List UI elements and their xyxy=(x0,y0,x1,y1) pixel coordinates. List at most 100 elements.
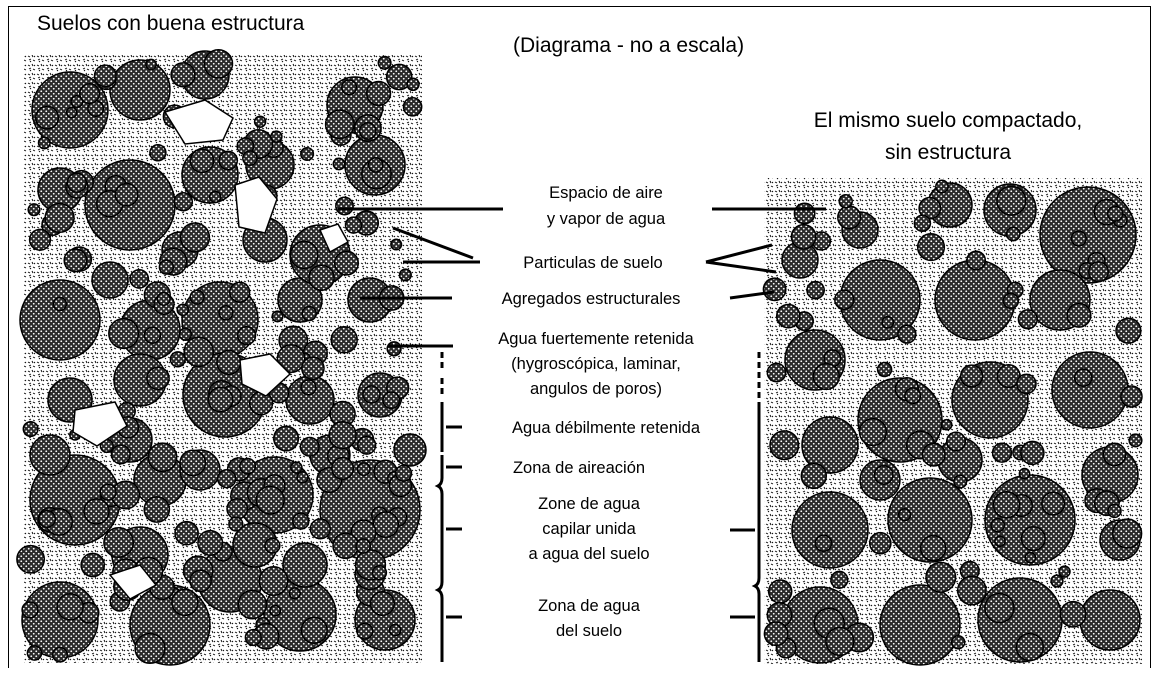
soil-particle xyxy=(189,569,212,593)
compacted-soil-panel xyxy=(762,178,1143,666)
air-pore xyxy=(108,564,158,600)
soil-particle xyxy=(114,182,139,207)
soil-particle xyxy=(38,510,57,528)
soil-particle xyxy=(93,64,117,88)
air-space-label-line1: Espacio de aire xyxy=(549,184,663,202)
soil-particle xyxy=(26,645,43,661)
soil-particle xyxy=(134,632,166,665)
soil-particle xyxy=(393,433,427,467)
air-pore xyxy=(239,353,292,397)
soil-particle xyxy=(52,646,68,663)
soil-particle xyxy=(335,196,354,216)
center-note: (Diagrama - no a escala) xyxy=(513,34,744,57)
soil-water-zone-label-line2: del suelo xyxy=(556,622,622,640)
soil-particle xyxy=(145,58,157,71)
soil-particle xyxy=(996,185,1027,216)
soil-particle xyxy=(19,279,101,361)
soil-particle xyxy=(21,601,39,619)
soil-particle xyxy=(324,109,355,140)
soil-particle xyxy=(868,531,892,555)
soil-particle xyxy=(237,589,268,620)
soil-particle xyxy=(344,216,363,234)
soil-particle xyxy=(296,471,309,484)
soil-particle xyxy=(52,296,68,312)
soil-particle xyxy=(806,280,825,300)
soil-particle xyxy=(388,623,402,637)
soil-particle xyxy=(248,391,274,416)
soil-particle xyxy=(793,202,816,225)
soil-particle xyxy=(1041,491,1066,516)
soil-particle xyxy=(394,464,413,482)
soil-particle xyxy=(790,223,817,250)
soil-particle xyxy=(913,214,932,233)
capillary-zone-label-line3: a agua del suelo xyxy=(528,545,649,563)
soil-particle xyxy=(1058,565,1071,578)
soil-particle xyxy=(1066,302,1092,328)
soil-particle xyxy=(183,336,215,368)
soil-particle xyxy=(328,420,357,450)
capillary-zone-label-line1: Zone de agua xyxy=(538,495,641,513)
soil-particle xyxy=(1018,467,1031,480)
soil-particle xyxy=(189,289,205,305)
soil-particle xyxy=(994,535,1006,548)
soil-particle xyxy=(301,356,325,381)
soil-particle xyxy=(1073,368,1093,388)
soil-water-zone-label-line1: Zona de agua xyxy=(538,597,641,615)
soil-particle xyxy=(838,193,853,209)
soil-particle xyxy=(956,575,987,606)
soil-particle xyxy=(858,417,888,447)
soil-particle xyxy=(330,326,358,354)
soil-particle xyxy=(63,248,88,273)
soil-particle xyxy=(333,250,360,276)
left-title: Suelos con buena estructura xyxy=(37,12,305,35)
soil-particle xyxy=(830,570,849,589)
strong-water-label-line1: Agua fuertemente retenida xyxy=(498,330,694,348)
soil-particle xyxy=(244,628,262,647)
soil-particle xyxy=(365,80,392,107)
soil-particle xyxy=(300,616,328,644)
soil-particle xyxy=(371,564,388,581)
soil-particle xyxy=(258,566,289,596)
soil-particle xyxy=(341,79,358,96)
soil-particle xyxy=(834,289,855,310)
soil-particle xyxy=(385,63,413,91)
soil-particle xyxy=(173,191,194,212)
soil-particle xyxy=(156,291,171,306)
soil-particle xyxy=(56,593,84,621)
soil-particle xyxy=(332,532,359,560)
soil-particle xyxy=(367,157,384,173)
soil-particle xyxy=(382,391,401,410)
soil-particle xyxy=(108,317,140,350)
soil-particle xyxy=(276,344,306,374)
soil-particle xyxy=(143,496,171,523)
air-pore xyxy=(234,176,278,234)
right-title-line1: El mismo suelo compactado, xyxy=(814,109,1082,132)
strong-water-label-line2: (hygroscópica, laminar, xyxy=(511,355,681,373)
soil-particle xyxy=(763,621,789,647)
soil-particle xyxy=(129,268,150,289)
air-pores xyxy=(72,99,350,600)
soil-particle xyxy=(762,277,787,302)
soil-particle xyxy=(103,527,135,558)
soil-particle xyxy=(1070,230,1087,247)
soil-particle xyxy=(812,362,840,391)
soil-particle xyxy=(22,420,39,438)
soil-particle xyxy=(1051,351,1129,429)
soil-particle xyxy=(35,105,60,130)
soil-particle xyxy=(1120,385,1143,408)
soil-particle xyxy=(271,310,284,323)
soil-particle xyxy=(897,507,912,522)
soil-particle xyxy=(16,544,46,574)
soil-particle xyxy=(170,62,196,88)
soil-particle xyxy=(1087,261,1110,283)
soil-particle xyxy=(292,512,310,530)
soil-particle xyxy=(921,442,946,467)
soil-particle xyxy=(992,490,1021,519)
soil-particle xyxy=(239,457,257,475)
soil-particle xyxy=(369,590,395,617)
weak-water-label: Agua débilmente retenida xyxy=(512,419,701,437)
soil-particle xyxy=(767,579,793,604)
soil-particle xyxy=(881,315,895,329)
aeration-zone-label: Zona de aireación xyxy=(513,459,645,477)
